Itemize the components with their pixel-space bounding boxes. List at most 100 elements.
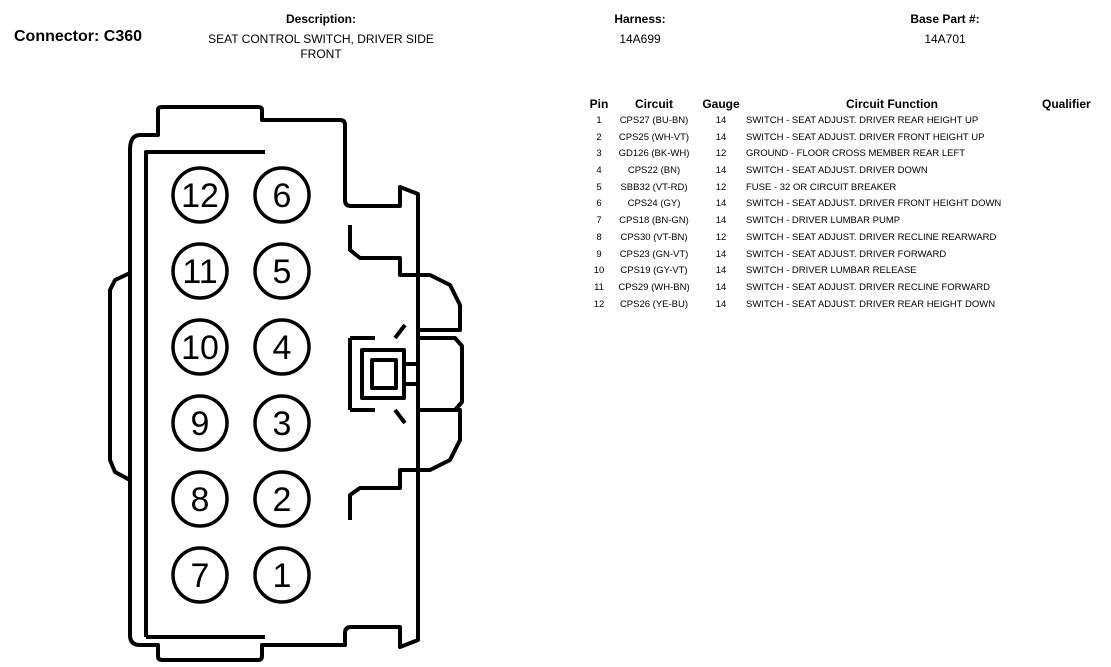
- circuit-function: SWITCH - SEAT ADJUST. DRIVER FRONT HEIGH…: [746, 198, 1002, 210]
- pin-cavity: 3: [253, 394, 311, 452]
- circuit-code: GD126 (BK-WH): [618, 148, 690, 160]
- latch-inner: [370, 358, 398, 390]
- pin-cavity: 7: [171, 546, 229, 604]
- connector-title: Connector: C360: [14, 28, 143, 45]
- circuit-code: CPS24 (GY): [627, 198, 681, 210]
- pin-number: 9: [596, 248, 602, 260]
- pin-label: 2: [273, 481, 292, 519]
- circuit-function: SWITCH - SEAT ADJUST. DRIVER FRONT HEIGH…: [746, 131, 985, 143]
- pin-cavity: 6: [253, 166, 311, 224]
- pin-circle: [171, 470, 229, 528]
- housing-outline: [128, 105, 420, 662]
- pin-circle: [253, 470, 311, 528]
- pin-number: 8: [596, 231, 602, 243]
- pin-circle: [253, 166, 311, 224]
- pin-circle: [253, 242, 311, 300]
- circuit-function: FUSE - 32 OR CIRCUIT BREAKER: [746, 181, 897, 193]
- pin-circle: [253, 546, 311, 604]
- circuit-code: CPS22 (BN): [627, 165, 681, 177]
- circuit-function: SWITCH - SEAT ADJUST. DRIVER RECLINE REA…: [746, 231, 997, 243]
- base-part-value: 14A701: [924, 32, 966, 46]
- pin-number: 12: [593, 298, 605, 310]
- pin-number: 6: [596, 198, 602, 210]
- pin-circle: [171, 394, 229, 452]
- latch-nub: [402, 362, 420, 386]
- circuit-code: CPS30 (VT-BN): [620, 231, 688, 243]
- base-part-label: Base Part #:: [910, 12, 980, 26]
- pin-number: 11: [594, 281, 604, 293]
- pin-label: 8: [191, 481, 210, 519]
- circuit-code: CPS26 (YE-BU): [619, 298, 689, 310]
- pin-cavities: 12 6 11 5 10 4 9 3 8 2 7 1: [171, 166, 311, 604]
- left-latch: [108, 271, 131, 482]
- pin-cavity: 8: [171, 470, 229, 528]
- pin-label: 3: [273, 405, 292, 443]
- pin-circle: [171, 242, 229, 300]
- description-value: SEAT CONTROL SWITCH, DRIVER SIDE FRONT: [208, 32, 434, 61]
- pin-cavity: 2: [253, 470, 311, 528]
- wire-gauge: 14: [715, 215, 727, 227]
- pin-number: 2: [596, 131, 602, 143]
- latch-diag: [393, 323, 407, 425]
- pin-number: 3: [596, 148, 602, 160]
- pin-number: 10: [593, 265, 605, 277]
- circuit-function: GROUND - FLOOR CROSS MEMBER REAR LEFT: [746, 148, 966, 160]
- wire-gauge: 14: [715, 265, 727, 277]
- wire-gauge: 14: [715, 298, 727, 310]
- circuit-function: SWITCH - SEAT ADJUST. DRIVER REAR HEIGHT…: [746, 115, 979, 126]
- circuit-code: CPS18 (BN-GN): [619, 215, 689, 227]
- pin-circle: [171, 546, 229, 604]
- circuit-function: SWITCH - SEAT ADJUST. DRIVER DOWN: [746, 165, 928, 177]
- pin-number: 1: [596, 115, 602, 126]
- pin-cavity: 11: [171, 242, 229, 300]
- pin-label: 7: [191, 557, 210, 595]
- circuit-code: CPS25 (WH-VT): [618, 131, 690, 143]
- wire-gauge: 14: [715, 165, 727, 177]
- circuit-code: CPS27 (BU-BN): [619, 115, 689, 126]
- latch-outer: [418, 336, 464, 412]
- pin-label: 11: [182, 253, 217, 291]
- pin-number: 5: [596, 181, 602, 193]
- lower-tab: [348, 408, 462, 520]
- pin-circle: [171, 166, 229, 224]
- wire-gauge: 14: [715, 248, 727, 260]
- circuit-code: SBB32 (VT-RD): [620, 181, 688, 193]
- circuit-function: SWITCH - SEAT ADJUST. DRIVER RECLINE FOR…: [746, 281, 991, 293]
- circuit-code: CPS19 (GY-VT): [620, 265, 688, 277]
- pin-number: 4: [596, 165, 602, 177]
- pin-label: 10: [181, 329, 219, 367]
- wire-gauge: 14: [715, 131, 727, 143]
- latch-body: [348, 336, 375, 412]
- circuit-function: SWITCH - DRIVER LUMBAR PUMP: [746, 215, 901, 227]
- pin-label: 4: [273, 329, 292, 367]
- circuit-function: SWITCH - DRIVER LUMBAR RELEASE: [746, 265, 917, 277]
- pin-number: 7: [596, 215, 602, 227]
- header-circuit-function: Circuit Function: [846, 97, 938, 111]
- wire-gauge: 14: [715, 281, 727, 293]
- pin-label: 6: [273, 177, 292, 215]
- pin-cavity: 10: [171, 318, 229, 376]
- inner-frame: [144, 150, 265, 639]
- pin-cavity: 12: [171, 166, 229, 224]
- circuit-function: SWITCH - SEAT ADJUST. DRIVER REAR HEIGHT…: [746, 298, 996, 310]
- pin-label: 5: [273, 253, 292, 291]
- pin-circle: [171, 318, 229, 376]
- pin-circle: [253, 318, 311, 376]
- header-gauge: Gauge: [702, 97, 740, 111]
- wire-gauge: 14: [715, 198, 727, 210]
- pin-cavity: 9: [171, 394, 229, 452]
- wire-gauge: 12: [715, 148, 727, 160]
- header-qualifier: Qualifier: [1042, 97, 1091, 111]
- wire-gauge: 12: [715, 181, 727, 193]
- harness-value: 14A699: [619, 32, 661, 46]
- harness-label: Harness:: [614, 12, 666, 26]
- pin-cavity: 1: [253, 546, 311, 604]
- upper-tab: [348, 225, 462, 332]
- pin-cavity: 4: [253, 318, 311, 376]
- circuit-code: CPS29 (WH-BN): [618, 281, 690, 293]
- description-label: Description:: [285, 12, 356, 26]
- header-circuit: Circuit: [634, 97, 673, 111]
- pin-label: 1: [273, 557, 292, 595]
- pin-label: 12: [181, 177, 219, 215]
- pin-cavity: 5: [253, 242, 311, 300]
